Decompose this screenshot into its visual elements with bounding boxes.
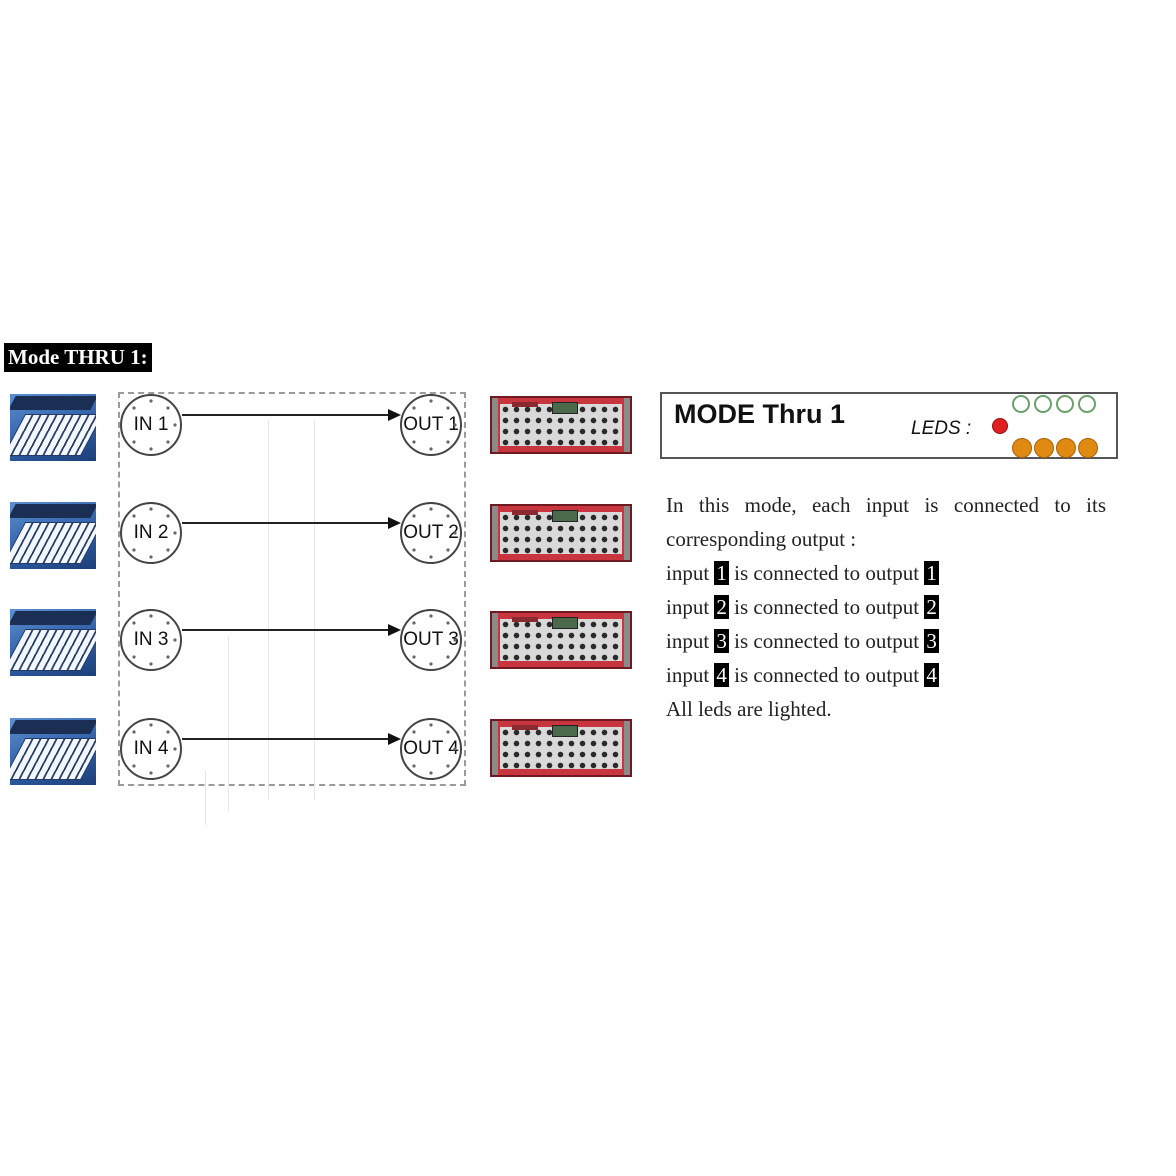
out-port-label: OUT 3 xyxy=(403,629,459,650)
out-port-3: OUT 3 xyxy=(400,609,462,671)
router-box xyxy=(118,392,466,786)
led-green-icon xyxy=(1078,395,1096,413)
in-port-4: IN 4 xyxy=(120,718,182,780)
faint-guide-line xyxy=(205,770,206,825)
keyboard-3-image xyxy=(10,609,96,676)
synth-module-1-image xyxy=(490,396,632,454)
faint-guide-line xyxy=(228,636,229,811)
in-port-label: IN 4 xyxy=(133,738,169,759)
led-green-icon xyxy=(1056,395,1074,413)
out-port-label: OUT 2 xyxy=(403,522,459,543)
faint-guide-line xyxy=(268,420,269,800)
mapping-line-3: input 3 is connected to output 3 xyxy=(666,629,939,653)
out-port-1: OUT 1 xyxy=(400,394,462,456)
mode-display-panel: MODE Thru 1 LEDS : xyxy=(660,392,1118,459)
led-orange-icon xyxy=(1056,438,1076,458)
mapping-line-4: input 4 is connected to output 4 xyxy=(666,663,939,687)
connection-arrow-1 xyxy=(182,409,401,421)
led-green-icon xyxy=(1012,395,1030,413)
connection-arrow-2 xyxy=(182,517,401,529)
out-port-2: OUT 2 xyxy=(400,502,462,564)
led-red-icon xyxy=(992,418,1008,434)
out-port-label: OUT 1 xyxy=(403,414,459,435)
in-port-label: IN 2 xyxy=(133,522,169,543)
mapping-line-1: input 1 is connected to output 1 xyxy=(666,561,939,585)
synth-module-2-image xyxy=(490,504,632,562)
description-intro-continued: corresponding output : xyxy=(666,527,857,551)
description-footer: All leds are lighted. xyxy=(666,697,832,721)
in-port-label: IN 3 xyxy=(133,629,169,650)
mode-heading: Mode THRU 1: xyxy=(4,343,152,372)
in-port-3: IN 3 xyxy=(120,609,182,671)
leds-label: LEDS : xyxy=(911,418,972,439)
synth-module-3-image xyxy=(490,611,632,669)
synth-module-4-image xyxy=(490,719,632,777)
faint-guide-line xyxy=(314,420,315,800)
connection-arrow-4 xyxy=(182,733,401,745)
out-port-label: OUT 4 xyxy=(403,738,459,759)
mode-description: In this mode, each input is connected to… xyxy=(666,488,1106,726)
mapping-line-2: input 2 is connected to output 2 xyxy=(666,595,939,619)
keyboard-2-image xyxy=(10,502,96,569)
led-green-icon xyxy=(1034,395,1052,413)
keyboard-4-image xyxy=(10,718,96,785)
keyboard-1-image xyxy=(10,394,96,461)
description-intro: In this mode, each input is connected to… xyxy=(666,493,1106,517)
in-port-1: IN 1 xyxy=(120,394,182,456)
mode-title: MODE Thru 1 xyxy=(674,399,846,429)
led-orange-icon xyxy=(1012,438,1032,458)
connection-arrow-3 xyxy=(182,624,401,636)
led-orange-icon xyxy=(1034,438,1054,458)
in-port-2: IN 2 xyxy=(120,502,182,564)
out-port-4: OUT 4 xyxy=(400,718,462,780)
led-orange-icon xyxy=(1078,438,1098,458)
in-port-label: IN 1 xyxy=(133,414,169,435)
